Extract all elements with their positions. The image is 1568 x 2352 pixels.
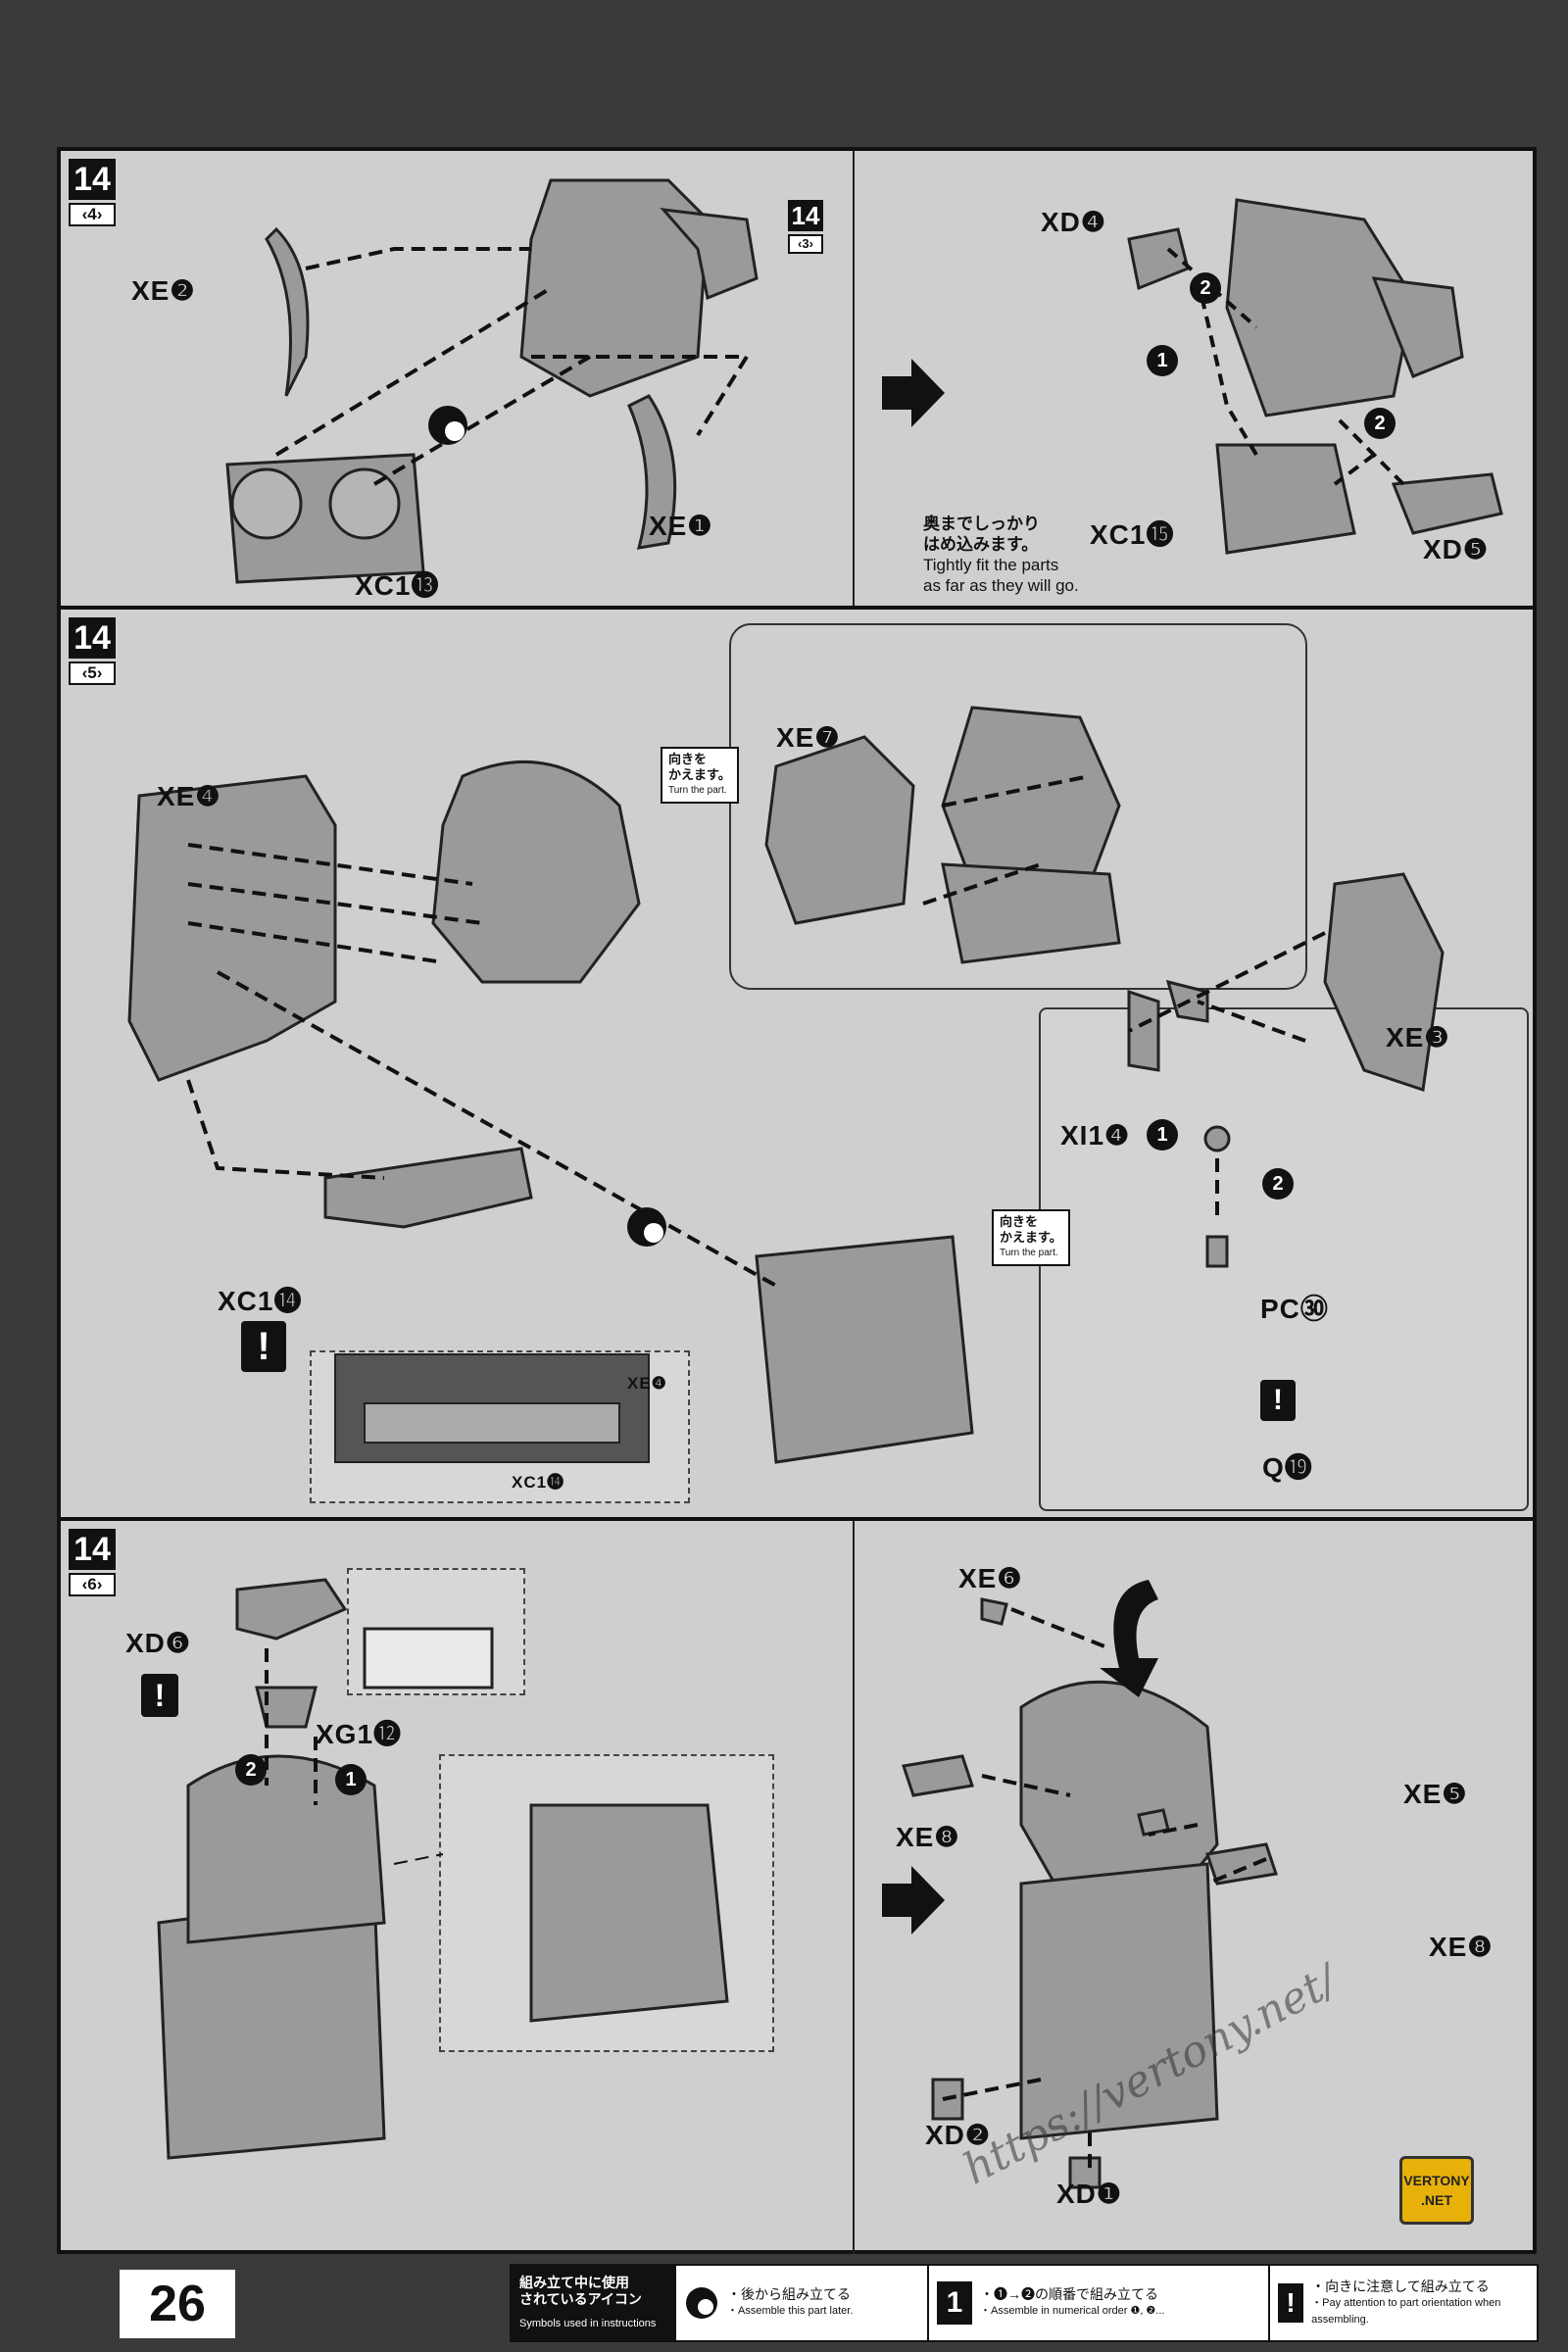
assemble-later-icon <box>686 2287 717 2319</box>
label-q19: Q⓳ <box>1262 1452 1313 1483</box>
panel-divider <box>853 151 855 606</box>
label-xe4-detail: XE❹ <box>627 1374 667 1393</box>
next-stage-arrow-icon <box>882 1866 945 1935</box>
order-1-icon: 1 <box>1147 1119 1178 1151</box>
turn-part-jp: 向きを かえます。 <box>1000 1214 1062 1245</box>
detail-box-xe3 <box>1039 1007 1529 1511</box>
vertony-logo: VERTONY .NET <box>1399 2156 1474 2225</box>
label-xc14: XC1⓮ <box>218 1286 303 1316</box>
legend-order-jp: ・❶→❷の順番で組み立てる <box>980 2286 1158 2302</box>
label-xd6: XD❻ <box>125 1628 191 1658</box>
panel-step-14-5: 14 ‹5› <box>61 610 1533 1521</box>
label-xe8-left: XE❽ <box>896 1822 960 1852</box>
fit-note-en: Tightly fit the parts as far as they wil… <box>923 556 1079 595</box>
order-2-icon: 2 <box>1190 272 1221 304</box>
step-number: 14 <box>69 159 116 200</box>
legend-title-jp: 組み立て中に使用 されているアイコン <box>519 2274 642 2307</box>
step-number: 14 <box>69 617 116 659</box>
turn-part-jp: 向きを かえます。 <box>668 752 731 782</box>
legend-attention: ! ・向きに注意して組み立てる・Pay attention to part or… <box>1268 2266 1537 2340</box>
panel-step-14-6: 14 ‹6› <box>61 1521 1533 2254</box>
order-1-icon: 1 <box>937 2281 972 2325</box>
legend-title: 組み立て中に使用 されているアイコン Symbols used in instr… <box>512 2266 674 2340</box>
fit-note: 奥までしっかり はめ込みます。 Tightly fit the parts as… <box>923 514 1079 596</box>
caution-icon: ! <box>1278 2283 1304 2323</box>
label-xd5: XD❺ <box>1423 534 1489 564</box>
step-sub-number: ‹5› <box>69 662 116 685</box>
step-badge: 14 ‹4› <box>69 159 116 226</box>
ref-step-number: 14 <box>788 200 823 231</box>
page-number: 26 <box>120 2270 235 2338</box>
next-stage-arrow-icon <box>882 359 945 427</box>
legend-attention-en: ・Pay attention to part orientation when … <box>1311 2296 1501 2326</box>
turn-part-callout-2: 向きを かえます。 Turn the part. <box>992 1209 1070 1266</box>
panel-step-14-4: 14 ‹4› 14 ‹3› <box>61 151 1533 610</box>
label-xc14-detail: XC1⓮ <box>512 1473 565 1492</box>
step-number: 14 <box>69 1529 116 1570</box>
ref-step-badge: 14 ‹3› <box>788 200 823 254</box>
panel-divider <box>853 1521 855 2254</box>
label-xi14: XI1❹ <box>1060 1120 1131 1151</box>
legend-title-en: Symbols used in instructions <box>519 2317 657 2329</box>
assembly-diagram-panel-c <box>157 1578 1278 2189</box>
label-xe3: XE❸ <box>1386 1022 1450 1053</box>
label-xe8-right: XE❽ <box>1429 1932 1494 1962</box>
label-xe6: XE❻ <box>958 1563 1023 1593</box>
symbol-legend: 組み立て中に使用 されているアイコン Symbols used in instr… <box>510 2264 1539 2342</box>
legend-order: 1 ・❶→❷の順番で組み立てる・Assemble in numerical or… <box>927 2266 1268 2340</box>
instruction-sheet: 14 ‹4› 14 ‹3› <box>57 147 1537 2254</box>
assembly-diagram-left <box>225 178 759 584</box>
caution-icon: ! <box>1260 1380 1296 1421</box>
order-1-icon: 1 <box>335 1764 367 1795</box>
caution-icon: ! <box>141 1674 178 1717</box>
order-2-icon: 2 <box>235 1754 267 1786</box>
label-xd2: XD❷ <box>925 2120 991 2150</box>
order-1-icon: 1 <box>1147 345 1178 376</box>
legend-later: ・後から組み立てる・Assemble this part later. <box>674 2266 927 2340</box>
step-badge: 14 ‹5› <box>69 617 116 685</box>
legend-attention-jp: ・向きに注意して組み立てる <box>1311 2278 1490 2294</box>
label-pc30: PC㉚ <box>1260 1294 1329 1324</box>
label-xe5: XE❺ <box>1403 1779 1468 1809</box>
step-badge: 14 ‹6› <box>69 1529 116 1596</box>
label-xd4: XD❹ <box>1041 207 1106 237</box>
turn-part-en: Turn the part. <box>668 785 727 796</box>
legend-later-jp: ・後から組み立てる <box>727 2286 851 2302</box>
order-2-icon: 2 <box>1262 1168 1294 1200</box>
legend-later-en: ・Assemble this part later. <box>727 2305 854 2317</box>
label-xg12: XG1⓬ <box>316 1719 403 1749</box>
label-xe4: XE❹ <box>157 781 221 811</box>
assembly-diagram-panel-b <box>127 706 1445 1464</box>
step-sub-number: ‹6› <box>69 1573 116 1596</box>
turn-part-en: Turn the part. <box>1000 1248 1058 1258</box>
step-sub-number: ‹4› <box>69 203 116 226</box>
caution-icon: ! <box>241 1321 286 1372</box>
detail-box-xe7 <box>729 623 1307 990</box>
label-xe1: XE❶ <box>649 511 713 541</box>
legend-order-en: ・Assemble in numerical order ❶, ❷... <box>980 2305 1165 2317</box>
label-xc15: XC1⓯ <box>1090 519 1175 550</box>
fit-note-jp: 奥までしっかり はめ込みます。 <box>923 514 1040 554</box>
turn-part-callout: 向きを かえます。 Turn the part. <box>661 747 739 804</box>
ref-step-sub-number: ‹3› <box>788 234 823 254</box>
assembly-diagram-right <box>1127 198 1503 555</box>
label-xe2: XE❷ <box>131 275 196 306</box>
order-2-icon: 2 <box>1364 408 1396 439</box>
label-xc13: XC1⓭ <box>355 570 440 601</box>
label-xd1: XD❶ <box>1056 2179 1122 2209</box>
label-xe7: XE❼ <box>776 722 841 753</box>
